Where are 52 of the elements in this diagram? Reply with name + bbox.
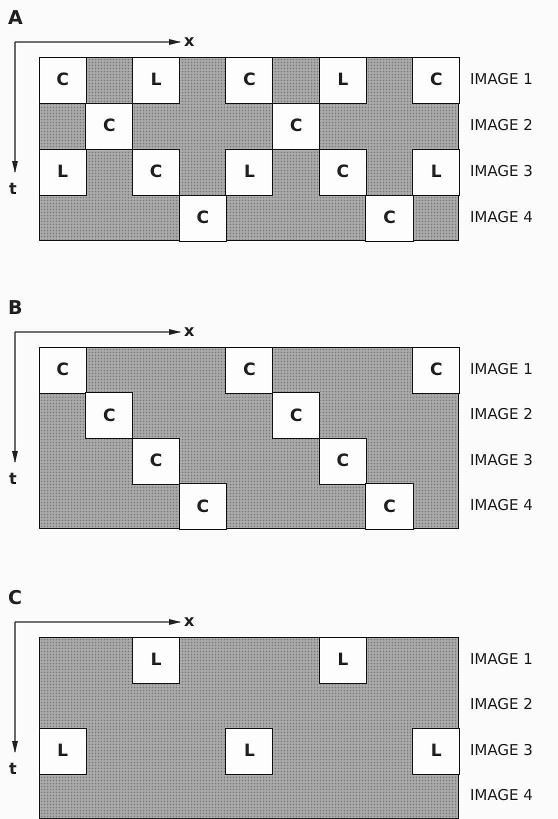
row-label: IMAGE 2 bbox=[470, 695, 533, 714]
row-label: IMAGE 2 bbox=[470, 405, 533, 424]
row-label: IMAGE 4 bbox=[470, 496, 533, 514]
grid-cell: L bbox=[38, 728, 87, 774]
row-label: IMAGE 4 bbox=[470, 208, 533, 226]
grid-cell: C bbox=[318, 438, 367, 484]
axis-label: x bbox=[184, 611, 194, 630]
row-label: IMAGE 1 bbox=[470, 70, 533, 88]
panel-letter: B bbox=[8, 297, 22, 319]
grid-cell: C bbox=[412, 346, 460, 394]
image-grid bbox=[39, 57, 460, 241]
grid-cell: L bbox=[412, 148, 460, 196]
axis-label: t bbox=[9, 179, 17, 198]
row-label: IMAGE 1 bbox=[470, 360, 533, 378]
grid-cell: C bbox=[412, 56, 460, 104]
grid-cell: L bbox=[38, 148, 87, 196]
row-label: IMAGE 3 bbox=[470, 740, 533, 759]
grid-cell: C bbox=[38, 56, 87, 104]
grid-cell: L bbox=[225, 728, 274, 774]
grid-cell: C bbox=[318, 148, 367, 196]
row-label: IMAGE 3 bbox=[470, 162, 533, 180]
image-grid bbox=[39, 347, 460, 529]
axis-label: t bbox=[9, 759, 17, 778]
grid-cell: C bbox=[225, 56, 274, 104]
grid-cell: L bbox=[225, 148, 274, 196]
grid-cell: L bbox=[318, 636, 367, 684]
row-label: IMAGE 4 bbox=[470, 786, 533, 804]
row-label: IMAGE 2 bbox=[470, 116, 533, 134]
axis-label: t bbox=[9, 469, 17, 488]
grid-cell: C bbox=[85, 102, 134, 150]
grid-cell: C bbox=[365, 194, 414, 242]
grid-cell: C bbox=[178, 194, 227, 242]
grid-cell: C bbox=[132, 148, 180, 196]
grid-cell: C bbox=[225, 346, 274, 394]
grid-cell: L bbox=[132, 56, 180, 104]
axis-label: x bbox=[184, 31, 194, 50]
row-label: IMAGE 3 bbox=[470, 450, 533, 469]
grid-cell: C bbox=[272, 392, 320, 439]
grid-cell: L bbox=[132, 636, 180, 684]
grid-cell: L bbox=[318, 56, 367, 104]
grid-cell: C bbox=[178, 483, 227, 530]
image-grid bbox=[39, 637, 460, 819]
grid-cell: C bbox=[365, 483, 414, 530]
axis-label: x bbox=[184, 321, 194, 340]
grid-cell: C bbox=[132, 438, 180, 484]
grid-cell: C bbox=[85, 392, 134, 439]
grid-cell: L bbox=[412, 728, 460, 774]
panel-letter: A bbox=[8, 7, 23, 29]
grid-cell: C bbox=[38, 346, 87, 394]
row-label: IMAGE 1 bbox=[470, 650, 533, 668]
grid-cell: C bbox=[272, 102, 320, 150]
panel-letter: C bbox=[8, 587, 22, 609]
